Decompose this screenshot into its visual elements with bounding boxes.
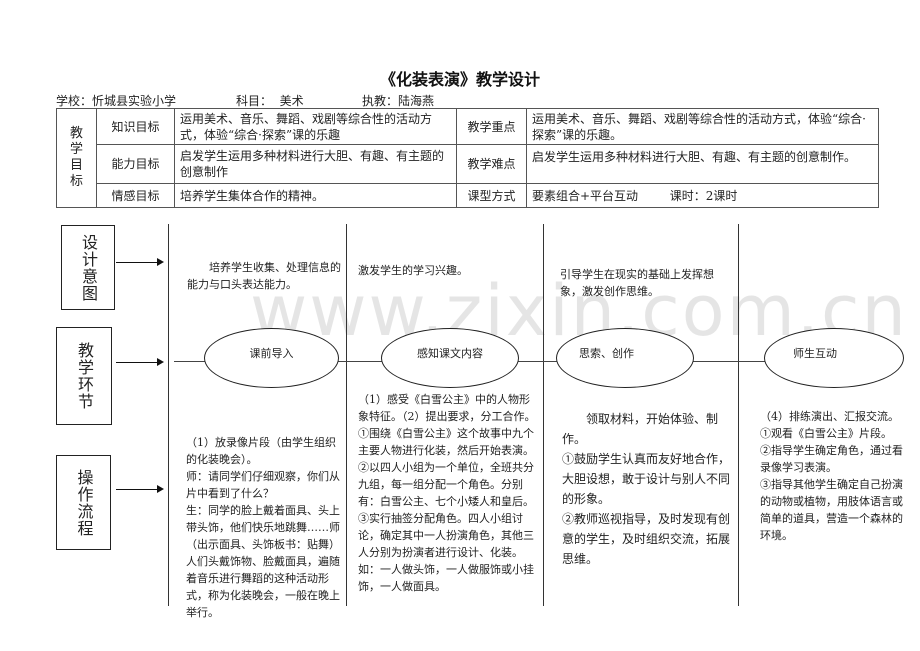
table-row: 教学目标 知识目标 运用美术、音乐、舞蹈、戏剧等综合性的活动方式，体验“综合·探… [56,108,879,208]
document-title: 《化装表演》教学设计 [379,70,540,89]
lesson-type-content: 要素组合+平台互动 课时：2课时 [526,183,879,208]
lesson-type-value: 要素组合+平台互动 [532,188,639,203]
procedure-paragraph: 生：同学的脸上戴着面具、头上带头饰，他们快乐地跳舞……师（出示面具、头饰板书：贴… [186,504,340,619]
difficulty-label: 教学难点 [456,144,527,184]
stage-label: 思索、创作 [579,347,634,360]
stage-ellipse-3: 思索、创作 [556,328,694,388]
subject-label: 科目： [236,94,273,108]
teacher-name: 陆海燕 [398,94,435,108]
goal-content: 启发学生运用多种材料进行大胆、有趣、有主题的创意制作 [174,144,457,184]
school-info: 学校：忻城县实验小学 [56,92,176,109]
intent-paragraph: 培养学生收集、处理信息的能力与口头表达能力。 [187,261,341,291]
stage-label: 感知课文内容 [417,347,483,360]
focus-content: 运用美术、音乐、舞蹈、戏剧等综合性的活动方式，体验“综合·探索”课的乐趣。 [526,108,879,145]
goal-content: 培养学生集体合作的精神。 [174,183,457,208]
procedure-paragraph: ①观看《白雪公主》片段。 [760,427,892,440]
design-intent-label: 设计意图 [79,233,98,302]
procedure-paragraph: ③实行抽签分配角色。四人小组讨论，确定其中一人扮演角色，其他三人分别为扮演者进行… [358,512,534,559]
arrow-right-icon [116,358,164,366]
column-divider [168,224,169,606]
procedure-paragraph: 领取材料，开始体验、制作。 [562,412,719,446]
teacher-info: 执教：陆海燕 [362,92,434,109]
column-divider [543,224,544,606]
procedure-box: 操作流程 [56,455,111,550]
stage-ellipse-4: 师生互动 [764,328,904,388]
teaching-stage-box: 教学环节 [56,327,112,425]
goal-label: 情感目标 [96,183,175,208]
goal-content: 运用美术、音乐、舞蹈、戏剧等综合性的活动方式，体验“综合·探索”课的乐趣 [174,108,457,145]
procedure-text-2: （1）感受《白雪公主》中的人物形象特征。（2）提出要求，分工合作。①围绕《白雪公… [358,391,540,595]
stage-ellipse-1: 课前导入 [204,328,339,388]
procedure-label: 操作流程 [74,468,94,537]
teaching-stage-label: 教学环节 [75,342,94,410]
procedure-paragraph: ③指导其他学生确定自己扮演的动物或植物，用肢体语言或简单的道具，营造一个森林的环… [760,478,903,542]
stage-ellipse-2: 感知课文内容 [381,328,519,388]
procedure-text-1: （1）放录像片段（由学生组织的化装晚会）。 师：请同学们仔细观察，你们从片中看到… [186,434,344,621]
procedure-paragraph: 如：一人做头饰，一人做服饰或小挂饰，一人做面具。 [358,563,534,593]
procedure-text-4: （4）排练演出、汇报交流。 ①观看《白雪公主》片段。 ②指导学生确定角色，通过看… [760,408,910,544]
goals-group-label: 教学目标 [56,108,97,208]
lesson-type-label: 课型方式 [456,183,527,208]
focus-label: 教学重点 [456,108,527,145]
table-row: 情感目标 培养学生集体合作的精神。 课型方式 要素组合+平台互动 课时：2课时 [57,183,879,208]
goal-label: 知识目标 [96,108,175,145]
goals-table: 教学目标 知识目标 运用美术、音乐、舞蹈、戏剧等综合性的活动方式，体验“综合·探… [56,108,879,208]
design-intent-box: 设计意图 [61,225,115,310]
procedure-paragraph: ②教师巡视指导，及时发现有创意的学生，及时组织交流，拓展思维。 [562,512,731,566]
procedure-paragraph: ①鼓励学生认真而友好地合作，大胆设想，敢于设计与别人不同的形象。 [562,452,731,506]
procedure-paragraph: ②指导学生确定角色，通过看录像学习表演。 [760,444,903,474]
school-name: 忻城县实验小学 [92,94,177,108]
arrow-right-icon [116,485,164,493]
difficulty-content: 启发学生运用多种材料进行大胆、有趣、有主题的创意制作。 [526,144,879,184]
subject-name: 美术 [279,94,304,108]
stage-label: 课前导入 [249,347,294,360]
procedure-paragraph: （4）排练演出、汇报交流。 [760,410,899,423]
intent-paragraph: 引导学生在现实的基础上发挥想象，激发创作思维。 [560,268,714,298]
procedure-paragraph: （1）感受《白雪公主》中的人物形象特征。（2）提出要求，分工合作。①围绕《白雪公… [358,393,536,508]
stage-label: 师生互动 [793,347,837,360]
school-label: 学校： [56,94,93,108]
procedure-paragraph: 师：请同学们仔细观察，你们从片中看到了什么？ [186,470,340,500]
column-divider [346,224,347,606]
intent-text-3: 引导学生在现实的基础上发挥想象，激发创作思维。 [560,266,732,300]
goals-group-text: 教学目标 [69,126,83,189]
procedure-text-3: 领取材料，开始体验、制作。 ①鼓励学生认真而友好地合作，大胆设想，敢于设计与别人… [562,409,734,569]
goal-label: 能力目标 [96,144,175,184]
subject-info: 科目： 美术 [236,92,304,109]
arrow-right-icon [116,258,164,266]
table-row: 能力目标 启发学生运用多种材料进行大胆、有趣、有主题的创意制作 教学难点 启发学… [57,144,879,184]
lesson-hours: 课时：2课时 [669,188,738,203]
procedure-paragraph: （1）放录像片段（由学生组织的化装晚会）。 [186,436,336,466]
intent-paragraph: 激发学生的学习兴趣。 [358,264,468,277]
intent-text-1: 培养学生收集、处理信息的能力与口头表达能力。 [187,259,343,293]
teacher-label: 执教： [362,94,399,108]
intent-text-2: 激发学生的学习兴趣。 [358,262,538,279]
column-divider [738,224,739,606]
